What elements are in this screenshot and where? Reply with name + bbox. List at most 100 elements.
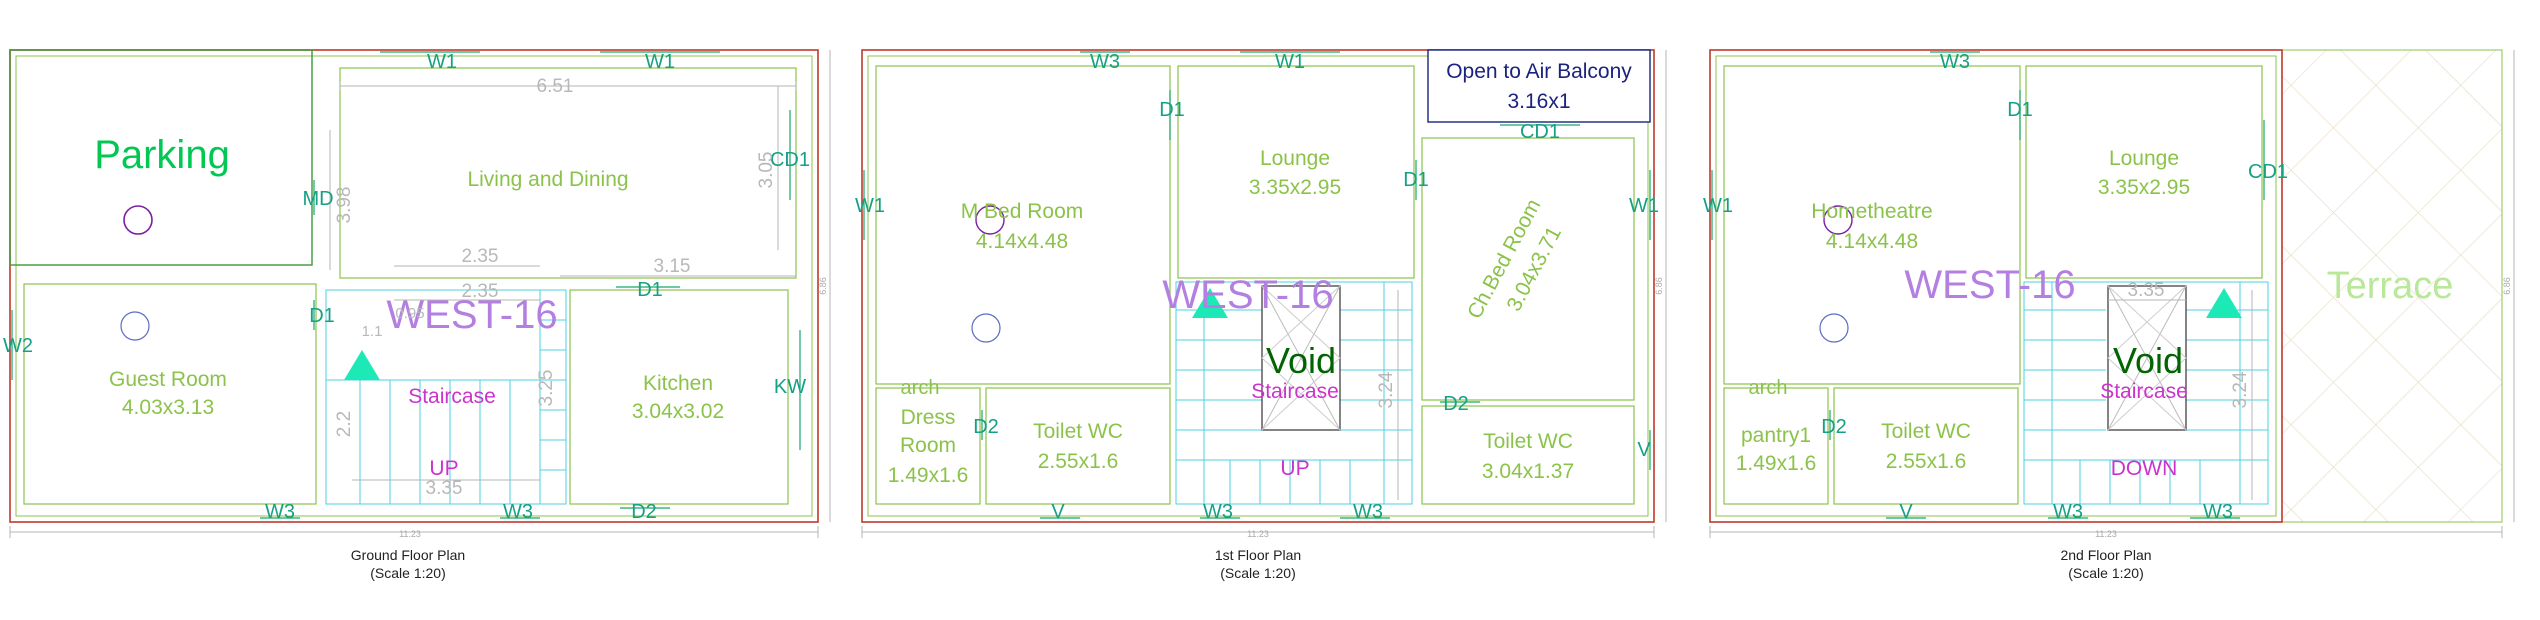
kitchen-dim: 3.04x3.02	[632, 400, 724, 423]
down-label: DOWN	[2111, 457, 2178, 480]
first-openings	[863, 51, 1651, 519]
window-label: W1	[855, 195, 885, 217]
window-label: W3	[2203, 501, 2233, 523]
dress-room-dim: 1.49x1.6	[888, 464, 969, 487]
home-theatre-room	[1723, 65, 2021, 385]
balcony-dim: 3.16x1	[1507, 90, 1570, 113]
door-label: D2	[973, 416, 999, 438]
void-label: Void	[1266, 340, 1336, 381]
pantry-dim: 1.49x1.6	[1736, 452, 1817, 475]
second-scale: (Scale 1:20)	[2068, 565, 2143, 581]
toilet-dim: 2.55x1.6	[1038, 450, 1119, 473]
staircase-label: Staircase	[1251, 380, 1339, 403]
dimension-label: 3.35	[2128, 280, 2165, 301]
window-label: W2	[3, 335, 33, 357]
dress-room-label: Room	[900, 434, 956, 457]
dress-room-label: Dress	[901, 406, 956, 429]
window-label: W3	[1203, 501, 1233, 523]
column-marker	[120, 311, 150, 341]
door-label: D1	[1159, 99, 1185, 121]
door-label: CD1	[2248, 161, 2288, 183]
dimension-label: 0.95	[395, 305, 424, 322]
door-label: CD1	[770, 149, 810, 171]
dimension-label: 3.15	[654, 256, 691, 277]
arch-label: arch	[901, 377, 940, 399]
window-label: W1	[1629, 195, 1659, 217]
toilet-wc	[985, 387, 1171, 505]
column-marker	[971, 313, 1001, 343]
first-scale: (Scale 1:20)	[1220, 565, 1295, 581]
stair-up-arrow	[344, 350, 380, 380]
window-label: V	[1051, 501, 1065, 523]
door-label: MD	[302, 188, 333, 210]
second-staircase	[2023, 281, 2269, 505]
living-label: Living and Dining	[467, 168, 628, 191]
first-outer-wall	[861, 49, 1655, 523]
window-label: W1	[645, 51, 675, 73]
stair-up-arrow	[1192, 288, 1228, 318]
door-label: D1	[637, 279, 663, 301]
first-dimension-lines	[861, 50, 1667, 538]
dimension-label: 6.51	[537, 76, 574, 97]
watermark: WEST-16	[1162, 273, 1333, 317]
column-marker	[975, 205, 1005, 235]
guest-room	[23, 283, 317, 505]
home-theatre-label: Hometheatre	[1811, 200, 1932, 223]
lounge-dim: 3.35x2.95	[1249, 176, 1341, 199]
toilet-label: Toilet WC	[1881, 420, 1971, 443]
window-label: W1	[427, 51, 457, 73]
void-opening	[2107, 285, 2187, 431]
child-bedroom	[1421, 137, 1635, 401]
second-inner-wall	[1715, 55, 2277, 517]
toilet-label: Toilet WC	[1033, 420, 1123, 443]
home-theatre-dim: 4.14x4.48	[1826, 230, 1918, 253]
void-label: Void	[2113, 340, 2183, 381]
column-marker	[1819, 313, 1849, 343]
dimension-label: 3.98	[334, 187, 355, 224]
ground-outer-wall	[9, 49, 819, 523]
staircase-label: Staircase	[408, 385, 496, 408]
ground-staircase	[325, 289, 567, 505]
lounge	[1177, 65, 1415, 279]
overall-dimension: 6.86	[2502, 277, 2512, 295]
lounge-dim: 3.35x2.95	[2098, 176, 2190, 199]
void-opening	[1261, 285, 1341, 431]
pantry-label: pantry1	[1741, 424, 1811, 447]
door-label: D1	[309, 305, 335, 327]
column-marker	[123, 205, 153, 235]
parking-area	[9, 49, 313, 266]
terrace-label: Terrace	[2327, 265, 2454, 307]
toilet-dim: 2.55x1.6	[1886, 450, 1967, 473]
kitchen	[569, 289, 789, 505]
overall-dimension: 11.23	[399, 529, 421, 539]
living-room	[339, 67, 797, 279]
dimension-label: 2.2	[334, 411, 355, 437]
lounge	[2025, 65, 2263, 279]
up-label: UP	[429, 457, 458, 480]
window-label: W3	[503, 501, 533, 523]
balcony-label: Open to Air Balcony	[1446, 60, 1632, 83]
stair-down-arrow	[2206, 288, 2242, 318]
first-inner-wall	[867, 55, 1649, 517]
window-label: V	[1899, 501, 1913, 523]
arch-label: arch	[1749, 377, 1788, 399]
watermark: WEST-16	[386, 293, 557, 337]
dimension-label: 2.35	[462, 246, 499, 267]
dimension-label: 3.05	[756, 152, 777, 189]
toilet-wc	[1421, 405, 1635, 505]
window-label: W1	[1703, 195, 1733, 217]
overall-dimension: 11.23	[2095, 529, 2117, 539]
overall-dimension: 11.23	[1247, 529, 1269, 539]
toilet-wc	[1833, 387, 2019, 505]
master-bedroom-dim: 4.14x4.48	[976, 230, 1068, 253]
window-label: W3	[2053, 501, 2083, 523]
pantry	[1723, 387, 1829, 505]
master-bedroom-label: M Bed Room	[961, 200, 1084, 223]
window-label: W1	[1275, 51, 1305, 73]
window-label: W3	[1353, 501, 1383, 523]
ground-dimension-lines	[9, 50, 831, 538]
column-marker	[1823, 205, 1853, 235]
ground-openings	[11, 51, 801, 519]
window-label: KW	[774, 376, 806, 398]
second-caption: 2nd Floor Plan	[2060, 547, 2151, 563]
